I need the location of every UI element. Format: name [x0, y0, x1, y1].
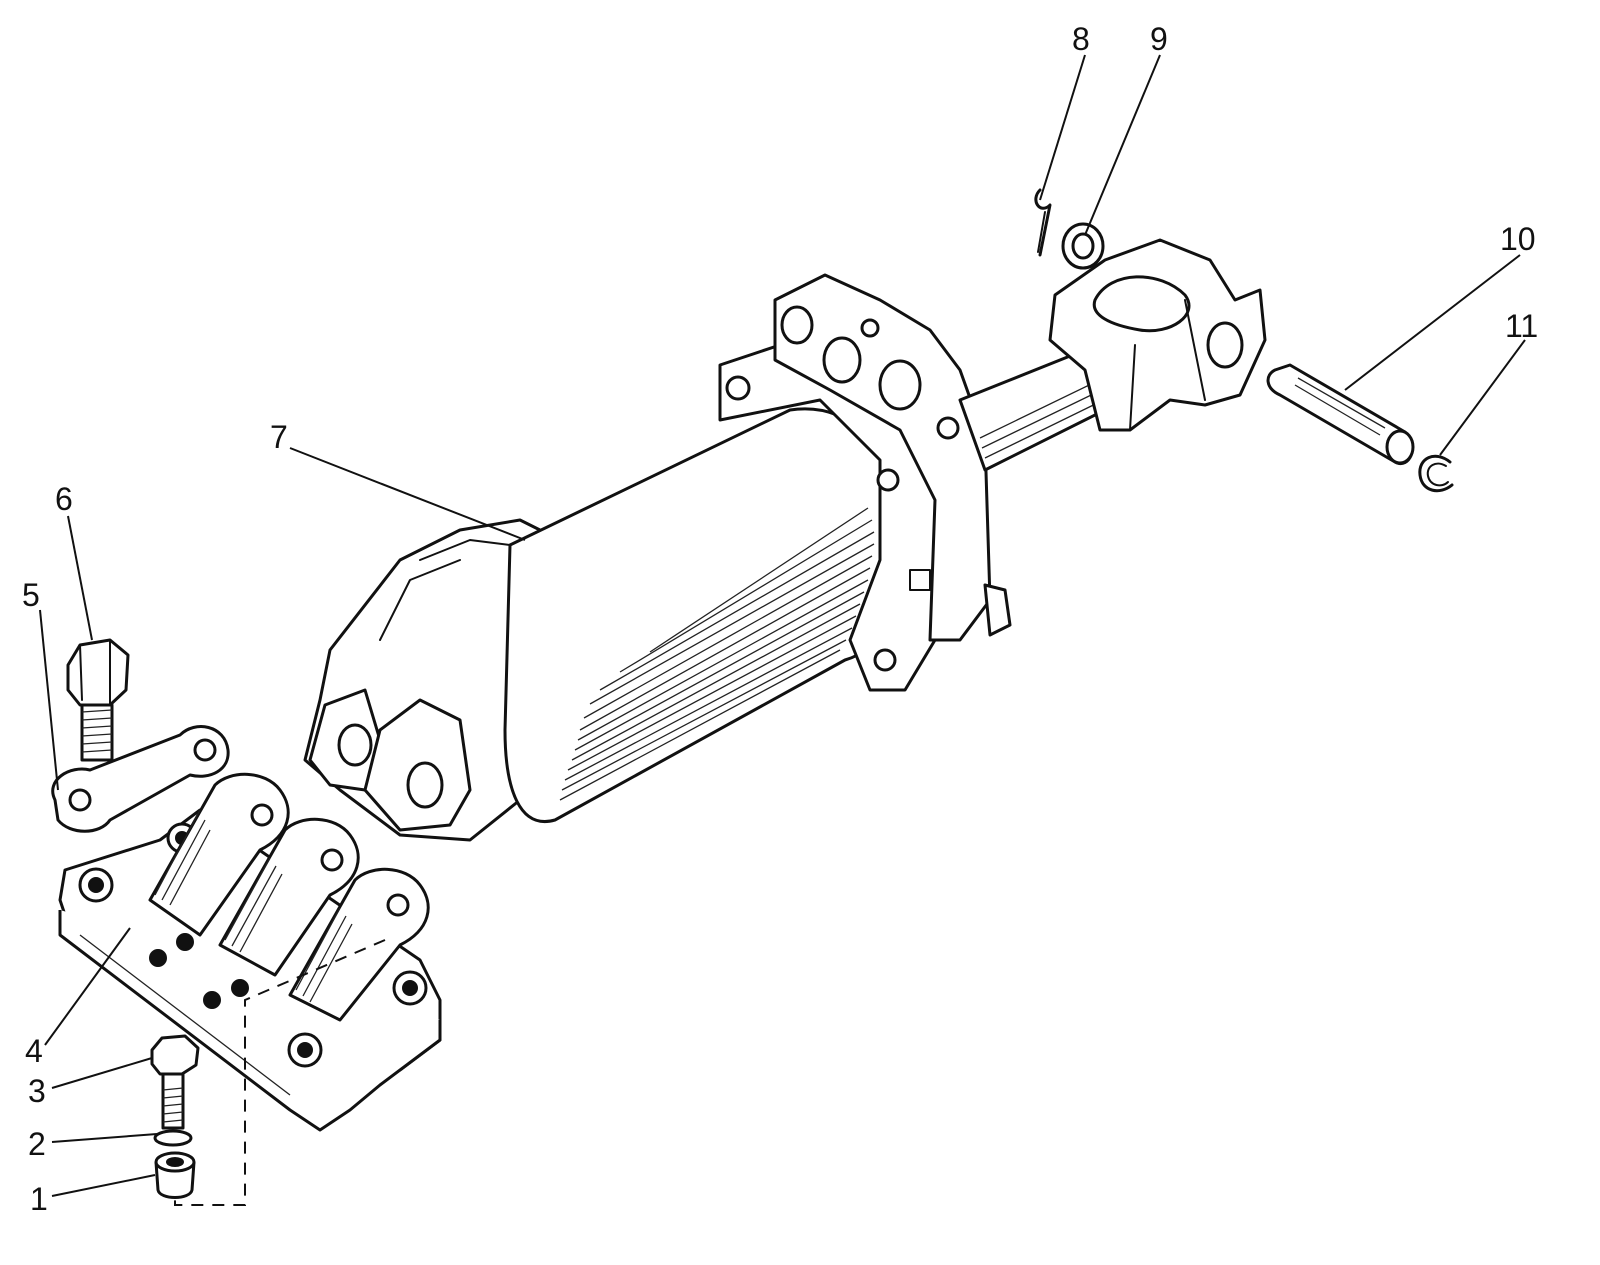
- leader-11: [1439, 339, 1526, 456]
- leader-1: [51, 1174, 156, 1197]
- leader-8: [1039, 54, 1086, 201]
- bolt-small: [150, 1034, 200, 1130]
- nut: [154, 1151, 196, 1199]
- cylinder-body: [303, 238, 1267, 842]
- callout-8: 8: [1072, 21, 1090, 57]
- callout-4: 4: [25, 1033, 43, 1069]
- snap-ring: [1418, 454, 1454, 493]
- lock-plate: [51, 725, 230, 833]
- callout-6: 6: [55, 481, 73, 517]
- leader-3: [51, 1057, 153, 1089]
- pin-washer: [1061, 222, 1105, 270]
- leader-lines: [39, 54, 1526, 1197]
- cotter-pin: [1034, 188, 1052, 257]
- leader-7: [289, 447, 526, 541]
- leader-9: [1084, 54, 1161, 236]
- callout-5: 5: [22, 577, 40, 613]
- leader-6: [67, 515, 93, 641]
- clevis-pin: [1266, 363, 1415, 466]
- mounting-bracket: [58, 772, 442, 1132]
- assembly-line: [174, 939, 386, 1206]
- washer: [153, 1129, 193, 1147]
- leader-2: [51, 1133, 158, 1143]
- callout-11: 11: [1505, 308, 1538, 344]
- callout-2: 2: [28, 1126, 46, 1162]
- callout-1: 1: [30, 1181, 48, 1217]
- bracket-shading: [79, 809, 353, 1096]
- callout-labels: 1 2 3 4 5 6 7 8 9 10 11: [22, 21, 1538, 1217]
- callout-9: 9: [1150, 21, 1168, 57]
- callout-3: 3: [28, 1073, 46, 1109]
- bolt-large: [66, 638, 130, 762]
- leader-4: [44, 927, 131, 1046]
- leader-10: [1344, 254, 1521, 391]
- barrel-shading: [559, 507, 875, 801]
- callout-7: 7: [270, 419, 288, 455]
- leader-5: [39, 609, 59, 791]
- callout-10: 10: [1500, 221, 1536, 257]
